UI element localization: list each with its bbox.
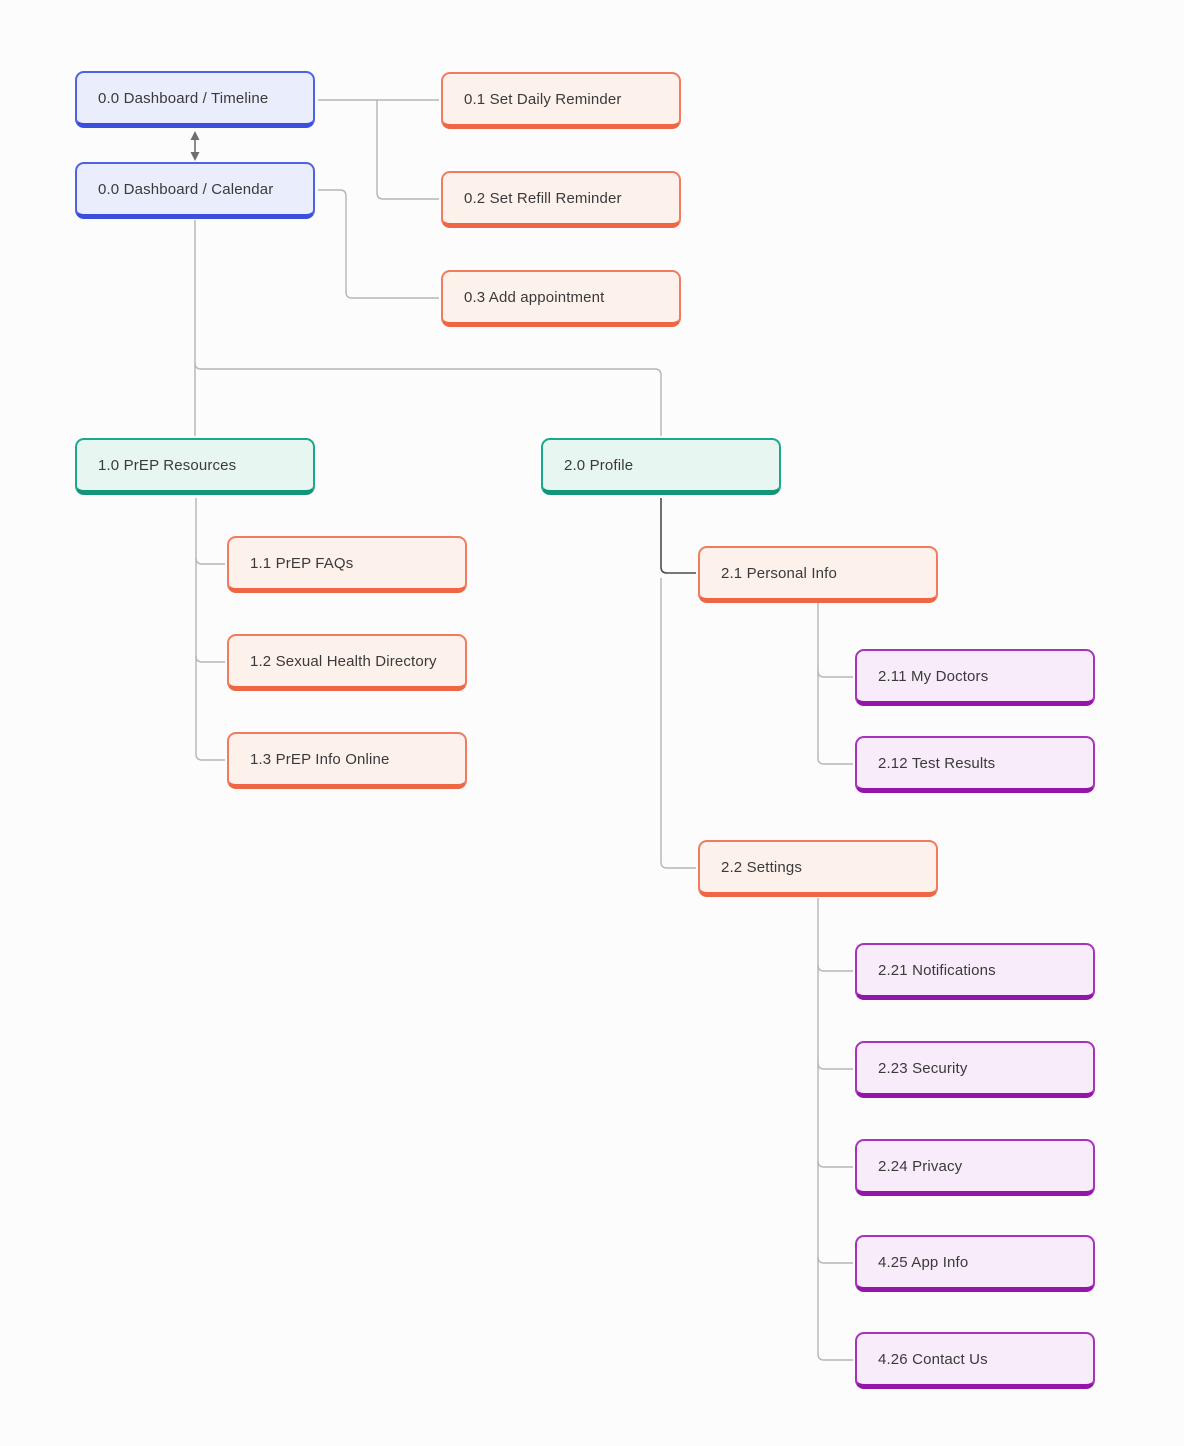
node-label: 4.26 Contact Us: [878, 1350, 988, 1368]
node-personal-info[interactable]: 2.1 Personal Info: [698, 546, 938, 603]
node-label: 1.1 PrEP FAQs: [250, 554, 354, 572]
node-privacy[interactable]: 2.24 Privacy: [855, 1139, 1095, 1196]
connector-notifications: [817, 964, 853, 972]
node-prep-info-online[interactable]: 1.3 PrEP Info Online: [227, 732, 467, 789]
node-dashboard-calendar[interactable]: 0.0 Dashboard / Calendar: [75, 162, 315, 219]
connector-test-results: [817, 757, 853, 765]
node-app-info[interactable]: 4.25 App Info: [855, 1235, 1095, 1292]
connector-contact-us: [817, 1353, 853, 1361]
node-label: 2.1 Personal Info: [721, 564, 837, 582]
connector-profile-personal-info: [660, 498, 696, 574]
node-test-results[interactable]: 2.12 Test Results: [855, 736, 1095, 793]
connector-profile-settings: [660, 578, 696, 869]
node-set-daily-reminder[interactable]: 0.1 Set Daily Reminder: [441, 72, 681, 129]
connector-prep-faqs: [195, 557, 225, 565]
node-set-refill-reminder[interactable]: 0.2 Set Refill Reminder: [441, 171, 681, 228]
node-label: 2.11 My Doctors: [878, 667, 989, 685]
connector-app-info: [817, 1256, 853, 1264]
arrowhead-up-icon: [190, 131, 200, 140]
node-label: 1.3 PrEP Info Online: [250, 750, 390, 768]
node-settings[interactable]: 2.2 Settings: [698, 840, 938, 897]
node-contact-us[interactable]: 4.26 Contact Us: [855, 1332, 1095, 1389]
node-notifications[interactable]: 2.21 Notifications: [855, 943, 1095, 1000]
connector-prep-info-online: [195, 753, 225, 761]
connector-privacy: [817, 1160, 853, 1168]
node-label: 0.0 Dashboard / Calendar: [98, 180, 274, 198]
node-label: 0.2 Set Refill Reminder: [464, 189, 622, 207]
connector-calendar-appointment: [318, 189, 439, 299]
node-label: 2.23 Security: [878, 1059, 968, 1077]
connector-sexual-health-directory: [195, 655, 225, 663]
node-dashboard-timeline[interactable]: 0.0 Dashboard / Timeline: [75, 71, 315, 128]
node-label: 2.12 Test Results: [878, 754, 996, 772]
node-add-appointment[interactable]: 0.3 Add appointment: [441, 270, 681, 327]
connector-timeline-refill: [376, 100, 439, 200]
connector-group: [194, 99, 853, 1361]
connector-my-doctors: [817, 670, 853, 678]
node-security[interactable]: 2.23 Security: [855, 1041, 1095, 1098]
node-label: 0.1 Set Daily Reminder: [464, 90, 622, 108]
node-label: 2.2 Settings: [721, 858, 803, 876]
double-arrow-timeline-calendar: [190, 131, 200, 161]
node-label: 0.0 Dashboard / Timeline: [98, 89, 269, 107]
node-prep-faqs[interactable]: 1.1 PrEP FAQs: [227, 536, 467, 593]
node-label: 2.0 Profile: [564, 456, 634, 474]
node-prep-resources[interactable]: 1.0 PrEP Resources: [75, 438, 315, 495]
node-label: 1.2 Sexual Health Directory: [250, 652, 437, 670]
node-label: 2.24 Privacy: [878, 1157, 963, 1175]
node-label: 1.0 PrEP Resources: [98, 456, 237, 474]
node-sexual-health-directory[interactable]: 1.2 Sexual Health Directory: [227, 634, 467, 691]
connector-security: [817, 1062, 853, 1070]
node-profile[interactable]: 2.0 Profile: [541, 438, 781, 495]
arrowhead-down-icon: [190, 152, 200, 161]
node-my-doctors[interactable]: 2.11 My Doctors: [855, 649, 1095, 706]
node-label: 4.25 App Info: [878, 1253, 969, 1271]
node-label: 2.21 Notifications: [878, 961, 996, 979]
node-label: 0.3 Add appointment: [464, 288, 605, 306]
connector-calendar-profile: [194, 362, 662, 436]
